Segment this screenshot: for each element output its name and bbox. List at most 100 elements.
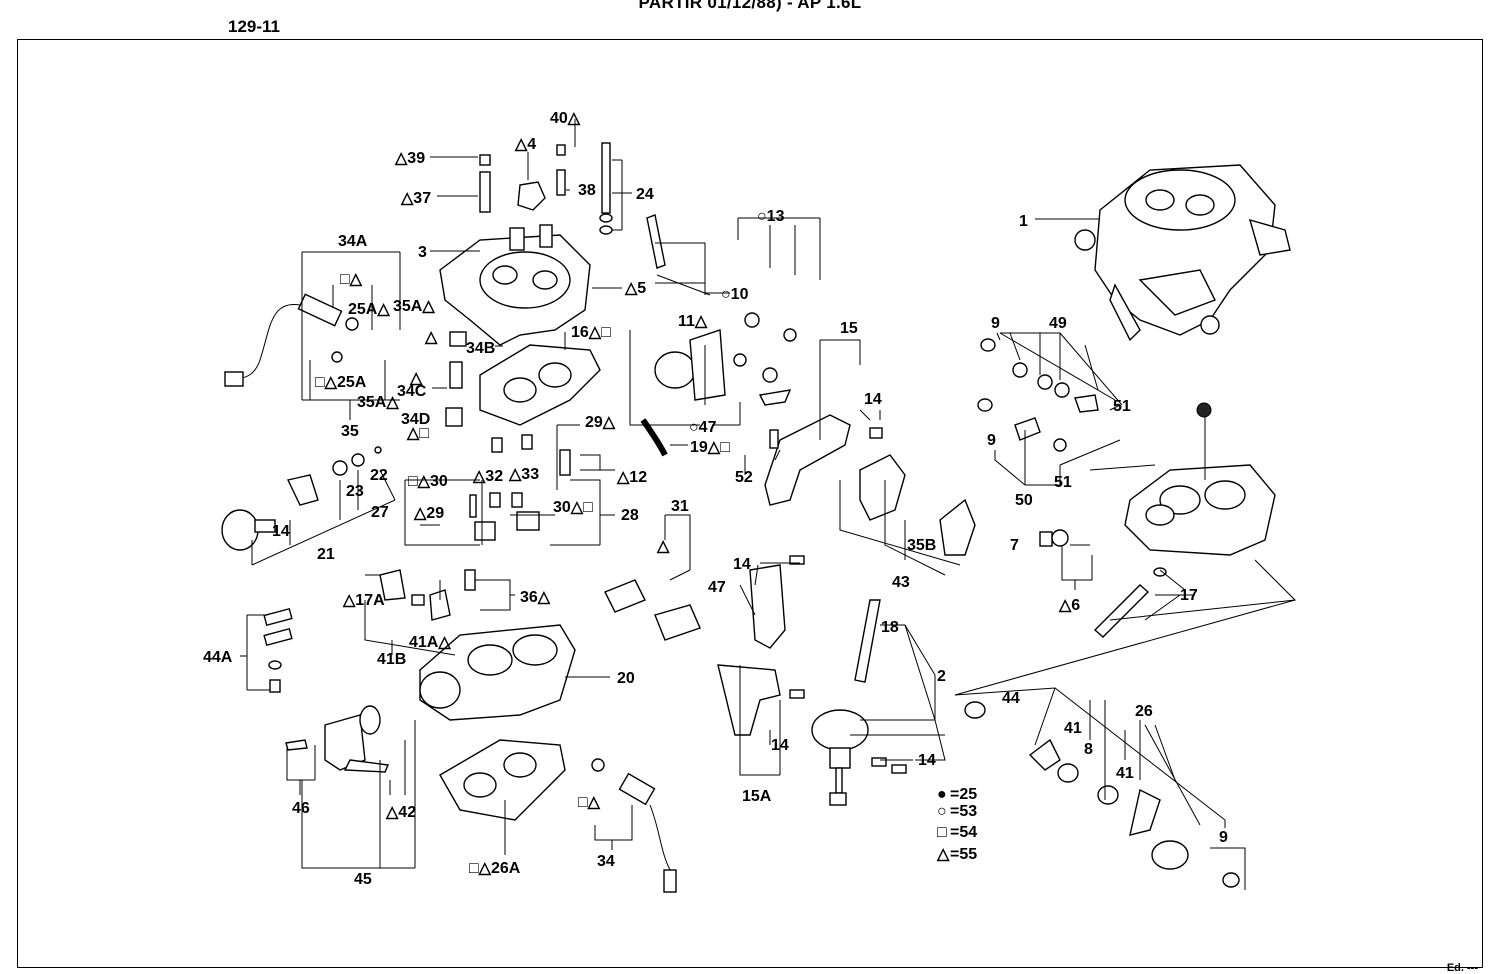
callout-31: 31 (671, 498, 689, 515)
callout-51-a: 51 (1113, 398, 1131, 415)
callout-34c: 34C (397, 383, 427, 400)
legend-symbol-triangle: △ (936, 846, 950, 863)
callout-28: 28 (621, 507, 639, 524)
callout-30: □△30 (408, 473, 448, 490)
callout-16: 16△□ (571, 324, 611, 341)
legend-symbol-square: □ (937, 824, 947, 841)
callout-15: 15 (840, 320, 858, 337)
callout-14-lower-right: 14 (918, 752, 936, 769)
callout-40: 40△ (550, 110, 581, 127)
legend-value-55: =55 (950, 846, 977, 863)
legend-value-54: =54 (950, 824, 977, 841)
bracket-drawing (749, 564, 786, 649)
callout-4: △4 (514, 136, 536, 153)
diagram-frame (17, 39, 1483, 968)
legend-symbol-filled-circle: ● (937, 786, 947, 803)
callout-50: 50 (1015, 492, 1033, 509)
callout-36: 36△ (520, 589, 551, 606)
callout-26: 26 (1135, 703, 1153, 720)
callout-23: 23 (346, 483, 364, 500)
page-reference: Ed. --- (1446, 962, 1478, 974)
callout-49: 49 (1049, 315, 1067, 332)
dome-cap-drawing (517, 181, 546, 211)
callout-19: 19△□ (690, 439, 730, 456)
callout-33: △33 (508, 466, 539, 483)
callout-3: 3 (418, 244, 427, 261)
vacuum-hose-drawing (854, 599, 881, 683)
callout-41b: 41B (377, 651, 406, 668)
callout-41aa: 41A△ (409, 634, 451, 651)
callout-31-sym: △ (656, 538, 670, 555)
vacuum-actuator-drawing (811, 709, 869, 806)
callout-34a-symbols: □△ (340, 271, 363, 288)
callout-37: △37 (400, 190, 431, 207)
callout-51-b: 51 (1054, 474, 1072, 491)
callout-5: △5 (624, 280, 646, 297)
page-title: PARTIR 01/12/88) - AP 1.6L (638, 0, 862, 12)
page-code: 129-11 (228, 17, 280, 36)
bullet-marker (1196, 402, 1212, 418)
carburetor-body-drawing (419, 624, 576, 721)
callout-34b: 34B (466, 340, 495, 357)
throttle-linkage-drawing (964, 701, 1240, 888)
callout-15a: 15A (742, 788, 772, 805)
callout-7: 7 (1010, 537, 1019, 554)
choke-lever-drawing (939, 498, 976, 556)
callout-17a: △17A (342, 592, 385, 609)
callout-32: △32 (472, 468, 503, 485)
callout-41-b: 41 (1116, 765, 1134, 782)
callout-34c-sym: △ (409, 370, 423, 387)
legend-symbol-circle: ○ (937, 803, 947, 820)
callout-35: 35 (341, 423, 359, 440)
callout-17: 17 (1180, 587, 1198, 604)
switch-assembly-drawing (604, 579, 701, 641)
lower-gasket-drawing (439, 739, 566, 821)
callout-27: 27 (371, 504, 389, 521)
long-screw-drawing (601, 142, 611, 214)
screw-drawing (491, 437, 503, 453)
callout-14-mid: 14 (733, 556, 751, 573)
callout-35a-lower: 35A△ (357, 394, 399, 411)
throttle-body-drawing (1124, 464, 1276, 556)
callout-22: 22 (370, 467, 388, 484)
callout-35b: 35B (907, 537, 936, 554)
idle-cutoff-valve-drawing (591, 758, 677, 893)
callout-47: 47 (708, 579, 726, 596)
leader-lines (240, 119, 1297, 890)
callout-41-a: 41 (1064, 720, 1082, 737)
callout-30b: 30△□ (553, 499, 593, 516)
callout-29b: △29 (413, 505, 444, 522)
symbol-legend: ● =25 ○ =53 □ =54 △ =55 (936, 786, 977, 863)
callout-1: 1 (1019, 213, 1028, 230)
callout-34d-symbols: △□ (406, 425, 429, 442)
carburetor-top-cover-drawing (439, 224, 591, 346)
callout-12: △12 (616, 469, 647, 486)
throttle-shaft-drawing (1093, 584, 1150, 638)
legend-value-25: =25 (950, 786, 977, 803)
callout-10: ○10 (721, 286, 749, 303)
pulldown-diaphragm-drawing (221, 474, 319, 551)
callout-39: △39 (394, 150, 425, 167)
callout-14-upper: 14 (864, 391, 882, 408)
callout-47-circle: ○47 (689, 419, 717, 436)
upper-gasket-drawing (479, 344, 601, 426)
callout-14-lower-mid: 14 (771, 737, 789, 754)
callout-21: 21 (317, 546, 335, 563)
cam-plate-drawing (859, 454, 906, 521)
callout-35a-upper: 35A△ (393, 298, 435, 315)
callout-34a: 34A (338, 233, 368, 250)
solenoid-valve-drawing (224, 293, 343, 387)
callout-25a-upper: 25A△ (348, 301, 390, 318)
callout-34-sym: □△ (578, 794, 601, 811)
callout-18: 18 (881, 619, 899, 636)
callout-14-left: 14 (272, 523, 290, 540)
legend-value-53: =53 (950, 803, 977, 820)
spindle-parts-drawing (977, 338, 1099, 452)
accelerator-pump-drawing (324, 705, 390, 773)
callout-44a: 44A (203, 649, 233, 666)
callout-2: 2 (937, 668, 946, 685)
callout-26a: □△26A (469, 860, 521, 877)
callout-52: 52 (735, 469, 753, 486)
callout-6: △6 (1058, 597, 1080, 614)
